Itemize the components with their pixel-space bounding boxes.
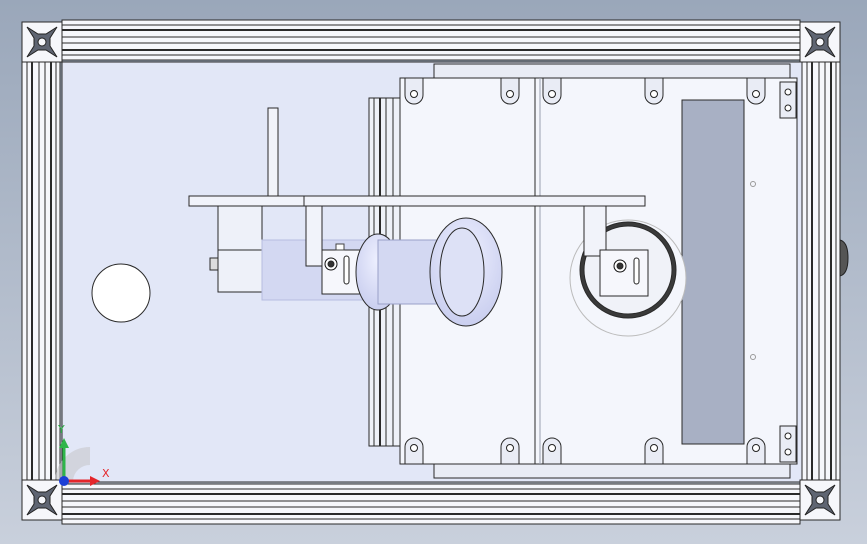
mounting-tab — [500, 437, 520, 465]
corner-connector — [21, 21, 63, 63]
mounting-tab — [542, 77, 562, 105]
mounting-tab — [500, 77, 520, 105]
aluminum-frame[interactable] — [21, 19, 841, 525]
mounting-tab — [644, 437, 664, 465]
corner-connector — [799, 479, 841, 521]
mounting-tab — [404, 437, 424, 465]
frame-corner-connectors — [21, 21, 841, 521]
frame-post-left[interactable] — [21, 61, 61, 483]
motor[interactable] — [217, 249, 263, 293]
mounting-tab — [644, 77, 664, 105]
housing-box[interactable] — [368, 63, 798, 479]
mounting-tab — [542, 437, 562, 465]
bracket-hole — [784, 104, 792, 112]
axis-x-label: X — [102, 467, 110, 480]
bracket-hole — [784, 432, 792, 440]
caster-wheel[interactable] — [569, 205, 687, 337]
frame-rail-bottom[interactable] — [61, 483, 801, 525]
wheel-fork[interactable] — [583, 205, 607, 257]
frame-rail-top[interactable] — [61, 19, 801, 61]
vertical-rod[interactable] — [267, 107, 279, 197]
frame-post-right[interactable] — [801, 61, 841, 483]
edge-bracket — [779, 81, 797, 119]
axis-y-label: Y — [58, 423, 65, 436]
mounting-tabs — [404, 77, 797, 465]
edge-bracket — [779, 425, 797, 463]
mounting-hole[interactable] — [91, 263, 151, 323]
mounting-tab — [746, 77, 766, 105]
support-beam[interactable] — [188, 195, 646, 207]
corner-connector — [21, 479, 63, 521]
bumper-knob — [839, 239, 849, 277]
coordinate-triad — [55, 438, 100, 486]
mounting-tab — [404, 77, 424, 105]
mounting-tab — [746, 437, 766, 465]
bracket-hole — [784, 88, 792, 96]
corner-connector — [799, 21, 841, 63]
bracket-hole — [784, 448, 792, 456]
side-panel[interactable] — [681, 99, 745, 445]
drive-assembly[interactable] — [188, 107, 646, 327]
